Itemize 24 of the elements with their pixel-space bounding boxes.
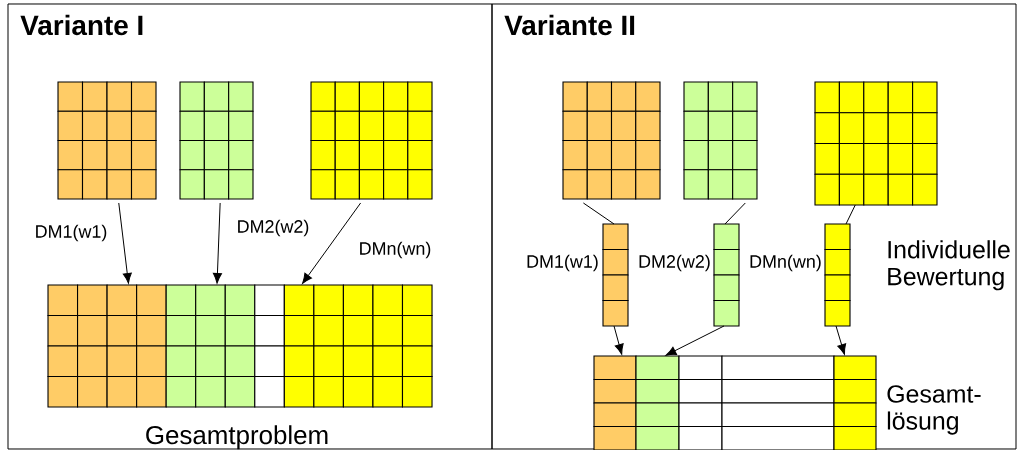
matrix-drawing	[814, 81, 938, 206]
matrix-drawing	[683, 81, 758, 200]
connector-line	[845, 204, 856, 225]
edge-label: DMn(wn)	[357, 240, 433, 260]
matrix-drawing	[179, 81, 254, 200]
matrix-drawing	[562, 81, 661, 200]
dm-label: DMn(wn)	[750, 254, 821, 272]
matrix-drawing	[57, 81, 157, 200]
arrow	[118, 202, 132, 284]
arrow	[613, 325, 624, 355]
arrow	[212, 202, 222, 284]
connector-line	[724, 202, 746, 225]
arrow	[835, 325, 847, 355]
dm-label: DM2(w2)	[639, 254, 710, 272]
caption: Individuelle Bewertung	[888, 240, 1010, 291]
node-label: Gesamtproblem	[146, 425, 328, 450]
node-label: Gesamt- lösung	[887, 385, 981, 435]
dm-label: DM1(w1)	[527, 254, 598, 272]
edge-label: DM2(w2)	[235, 218, 311, 238]
connector-line	[582, 202, 615, 225]
matrix-drawing	[310, 81, 433, 200]
arrow	[665, 325, 725, 356]
edge-label: DM1(w1)	[33, 223, 109, 243]
arrow	[302, 202, 362, 284]
